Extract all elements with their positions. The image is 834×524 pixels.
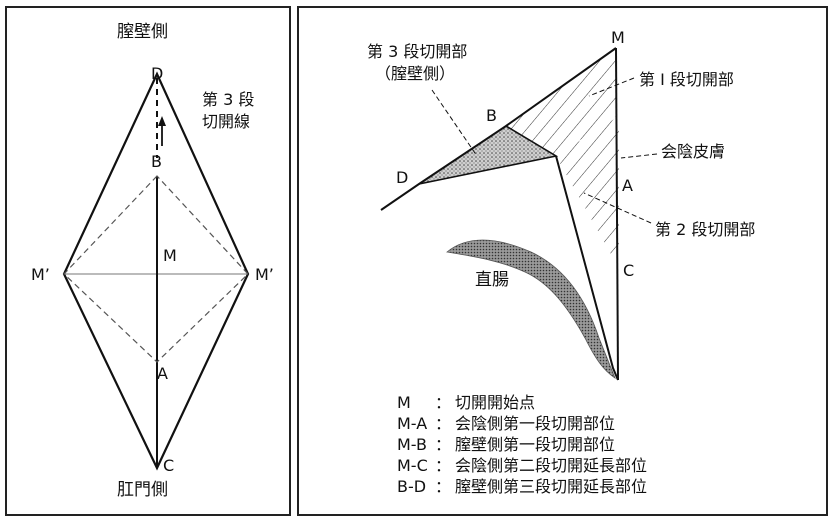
legend-text: 膣壁側第一段切開部位 — [455, 435, 616, 454]
second-section-label: 第 2 段切開部 — [655, 220, 756, 239]
top-label: 膣壁側 — [117, 22, 168, 42]
perineal-line — [615, 47, 619, 381]
third-incision-section — [419, 126, 556, 184]
first-section-label: 第 I 段切開部 — [639, 70, 734, 89]
legend-row: B-D ： 膣壁側第三段切開延長部位 — [397, 476, 647, 497]
rhombus-diagram — [62, 71, 250, 471]
leader-skin — [620, 153, 658, 159]
rectum-shape — [446, 239, 616, 380]
vaginal-wall-line — [380, 47, 617, 211]
third-section-label-2: （膣壁側） — [375, 64, 456, 83]
point-a-label: A — [157, 364, 168, 383]
legend-sep: ： — [435, 456, 452, 475]
arrow-head — [158, 116, 166, 126]
point-d-label: D — [396, 168, 409, 187]
point-c-label: C — [163, 456, 175, 475]
legend-text: 会陰側第二段切開延長部位 — [455, 456, 648, 475]
first-incision-section — [506, 48, 616, 156]
third-section-label-1: 第 3 段切開部 — [367, 42, 468, 61]
legend-code: M — [397, 393, 411, 412]
posterior-edge — [555, 155, 619, 381]
point-a-label: A — [622, 176, 633, 195]
legend-row: M-C ： 会陰側第二段切開延長部位 — [397, 455, 647, 476]
legend-sep: ： — [435, 477, 452, 496]
legend-code: M-C — [397, 456, 428, 475]
point-c-label: C — [623, 261, 635, 280]
legend-text: 膣壁側第三段切開延長部位 — [455, 477, 648, 496]
inner-dashed-diamond — [63, 175, 249, 363]
legend-code: B-D — [397, 477, 427, 496]
point-m-label: M — [163, 246, 177, 265]
point-m-label: M — [611, 28, 625, 47]
point-b-label: B — [486, 106, 497, 125]
legend-text: 会陰側第一段切開部位 — [455, 414, 616, 433]
leader-second — [583, 192, 652, 224]
point-b-label: B — [151, 152, 162, 171]
left-diagram-panel: 膣壁側 D 第 3 段 切開線 B M M’ M’ A C 肛門側 — [5, 6, 291, 516]
legend-sep: ： — [435, 435, 452, 454]
point-m-right-label: M’ — [255, 265, 274, 284]
point-m-left-label: M’ — [31, 265, 50, 284]
legend-row: M ： 切開開始点 — [397, 392, 647, 413]
incision-diagram — [380, 47, 658, 381]
second-incision-section — [556, 116, 619, 258]
incision-line-label-2: 切開線 — [202, 112, 251, 131]
legend-sep: ： — [435, 414, 452, 433]
perineal-skin-label: 会陰皮膚 — [661, 142, 726, 161]
legend: M ： 切開開始点 M-A ： 会陰側第一段切開部位 M-B ： 膣壁側第一段切… — [397, 392, 647, 497]
legend-row: M-A ： 会陰側第一段切開部位 — [397, 413, 647, 434]
legend-sep: ： — [435, 393, 452, 412]
legend-code: M-A — [397, 414, 428, 433]
right-diagram-panel: M 第 3 段切開部 （膣壁側） 第 I 段切開部 B 会陰皮膚 D A 第 2… — [297, 6, 828, 516]
leader-third — [431, 89, 478, 157]
incision-line-label-1: 第 3 段 — [202, 90, 255, 109]
leader-first — [588, 77, 635, 97]
bottom-label: 肛門側 — [117, 480, 168, 500]
legend-text: 切開開始点 — [455, 393, 536, 412]
rectum-label: 直腸 — [475, 270, 509, 290]
point-d-label: D — [151, 64, 164, 83]
legend-row: M-B ： 膣壁側第一段切開部位 — [397, 434, 647, 455]
legend-code: M-B — [397, 435, 427, 454]
